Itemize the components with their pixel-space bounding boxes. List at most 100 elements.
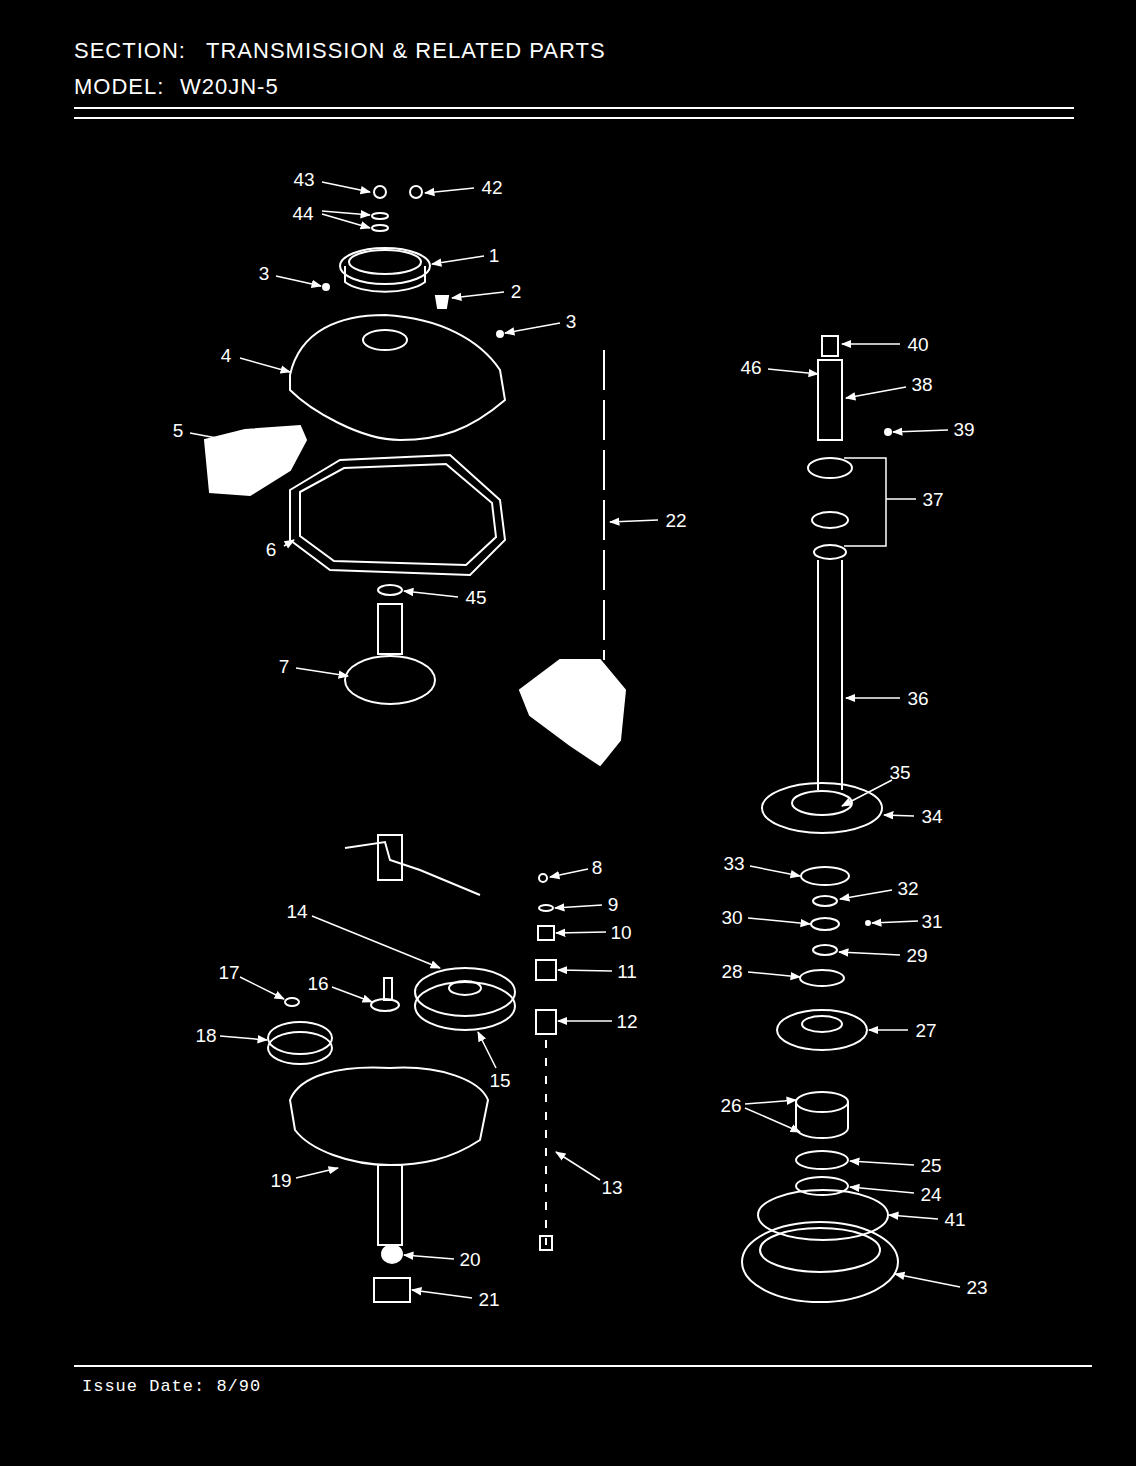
part-drawing bbox=[814, 545, 846, 559]
part-drawing bbox=[74, 117, 1074, 119]
part-drawing bbox=[363, 330, 407, 350]
part-drawing bbox=[748, 918, 810, 924]
part-drawing bbox=[345, 842, 480, 895]
callout-number: 7 bbox=[279, 657, 290, 676]
callout-number: 13 bbox=[601, 1178, 622, 1197]
section-label: SECTION: bbox=[74, 40, 186, 62]
part-drawing bbox=[869, 1029, 908, 1031]
part-drawing bbox=[558, 1020, 612, 1022]
part-drawing bbox=[332, 987, 372, 1002]
callout-number: 14 bbox=[286, 902, 307, 921]
part-drawing bbox=[603, 350, 605, 660]
callout-number: 9 bbox=[608, 895, 619, 914]
part-drawing bbox=[745, 1100, 796, 1104]
part-drawing bbox=[866, 921, 870, 925]
part-drawing bbox=[846, 697, 900, 699]
part-drawing bbox=[760, 1228, 880, 1272]
part-drawing bbox=[818, 560, 842, 790]
callout-number: 3 bbox=[566, 312, 577, 331]
part-drawing bbox=[842, 780, 892, 806]
part-drawing bbox=[762, 783, 882, 833]
part-drawing bbox=[750, 866, 800, 876]
callout-number: 35 bbox=[889, 763, 910, 782]
callout-number: 29 bbox=[906, 946, 927, 965]
part-drawing bbox=[349, 250, 421, 274]
callout-number: 40 bbox=[907, 335, 928, 354]
callout-number: 36 bbox=[907, 689, 928, 708]
part-drawing bbox=[800, 970, 844, 986]
part-drawing bbox=[545, 1040, 547, 1245]
part-drawing bbox=[285, 998, 299, 1006]
part-drawing bbox=[268, 1022, 332, 1054]
part-drawing bbox=[884, 815, 914, 816]
callout-number: 32 bbox=[897, 879, 918, 898]
part-drawing bbox=[550, 869, 588, 877]
part-drawing bbox=[290, 1067, 488, 1165]
part-drawing bbox=[345, 656, 435, 704]
part-drawing bbox=[74, 107, 1074, 109]
part-drawing bbox=[345, 266, 425, 292]
part-drawing bbox=[872, 921, 918, 923]
part-drawing bbox=[885, 429, 891, 435]
part-drawing bbox=[432, 256, 484, 264]
part-drawing bbox=[520, 660, 625, 765]
part-drawing bbox=[382, 1245, 402, 1263]
callout-number: 31 bbox=[921, 912, 942, 931]
callout-number: 21 bbox=[478, 1290, 499, 1309]
part-drawing bbox=[540, 1236, 552, 1250]
part-drawing bbox=[300, 464, 496, 565]
part-drawing bbox=[813, 945, 837, 955]
part-drawing bbox=[792, 791, 852, 815]
callout-number: 19 bbox=[270, 1171, 291, 1190]
part-drawing bbox=[378, 835, 402, 880]
callout-number: 22 bbox=[665, 511, 686, 530]
part-drawing bbox=[322, 182, 370, 192]
part-drawing bbox=[796, 1102, 848, 1138]
leader-lines bbox=[190, 182, 960, 1298]
callout-number: 34 bbox=[921, 807, 942, 826]
callout-number: 39 bbox=[953, 420, 974, 439]
part-drawing bbox=[415, 982, 515, 1030]
callout-number: 6 bbox=[266, 540, 277, 559]
callout-number: 2 bbox=[511, 282, 522, 301]
part-drawing bbox=[813, 896, 837, 906]
part-drawing bbox=[205, 426, 306, 495]
section-title: TRANSMISSION & RELATED PARTS bbox=[206, 40, 606, 62]
part-drawing bbox=[610, 520, 658, 522]
callout-number: 18 bbox=[195, 1026, 216, 1045]
callout-number: 10 bbox=[610, 923, 631, 942]
callout-number: 38 bbox=[911, 375, 932, 394]
part-drawing bbox=[846, 387, 906, 398]
part-drawing bbox=[811, 918, 839, 930]
part-drawing bbox=[290, 315, 505, 440]
callout-number: 25 bbox=[920, 1156, 941, 1175]
part-drawing bbox=[378, 585, 402, 595]
callout-number: 30 bbox=[721, 908, 742, 927]
part-drawing bbox=[378, 604, 402, 654]
part-drawing bbox=[839, 952, 900, 955]
part-drawing bbox=[796, 1177, 848, 1195]
part-drawing bbox=[340, 248, 430, 284]
model-number: W20JN-5 bbox=[180, 76, 279, 98]
callout-number: 42 bbox=[481, 178, 502, 197]
part-drawing bbox=[538, 926, 554, 940]
part-drawing bbox=[240, 977, 284, 999]
part-drawing bbox=[801, 867, 849, 885]
part-drawing bbox=[850, 1187, 914, 1193]
part-drawing bbox=[777, 1010, 867, 1050]
part-drawing bbox=[378, 1165, 402, 1245]
part-drawing bbox=[556, 1152, 600, 1180]
callout-number: 15 bbox=[489, 1071, 510, 1090]
part-drawing bbox=[889, 1215, 938, 1219]
part-drawing bbox=[425, 188, 474, 193]
callout-number: 23 bbox=[966, 1278, 987, 1297]
part-drawing bbox=[74, 1365, 1092, 1367]
part-drawing bbox=[536, 960, 556, 980]
part-drawing bbox=[412, 1290, 472, 1298]
part-drawing bbox=[240, 358, 290, 372]
part-drawing bbox=[190, 433, 238, 442]
part-drawing bbox=[893, 430, 948, 432]
part-drawing bbox=[796, 1151, 848, 1169]
part-drawing bbox=[404, 591, 458, 597]
